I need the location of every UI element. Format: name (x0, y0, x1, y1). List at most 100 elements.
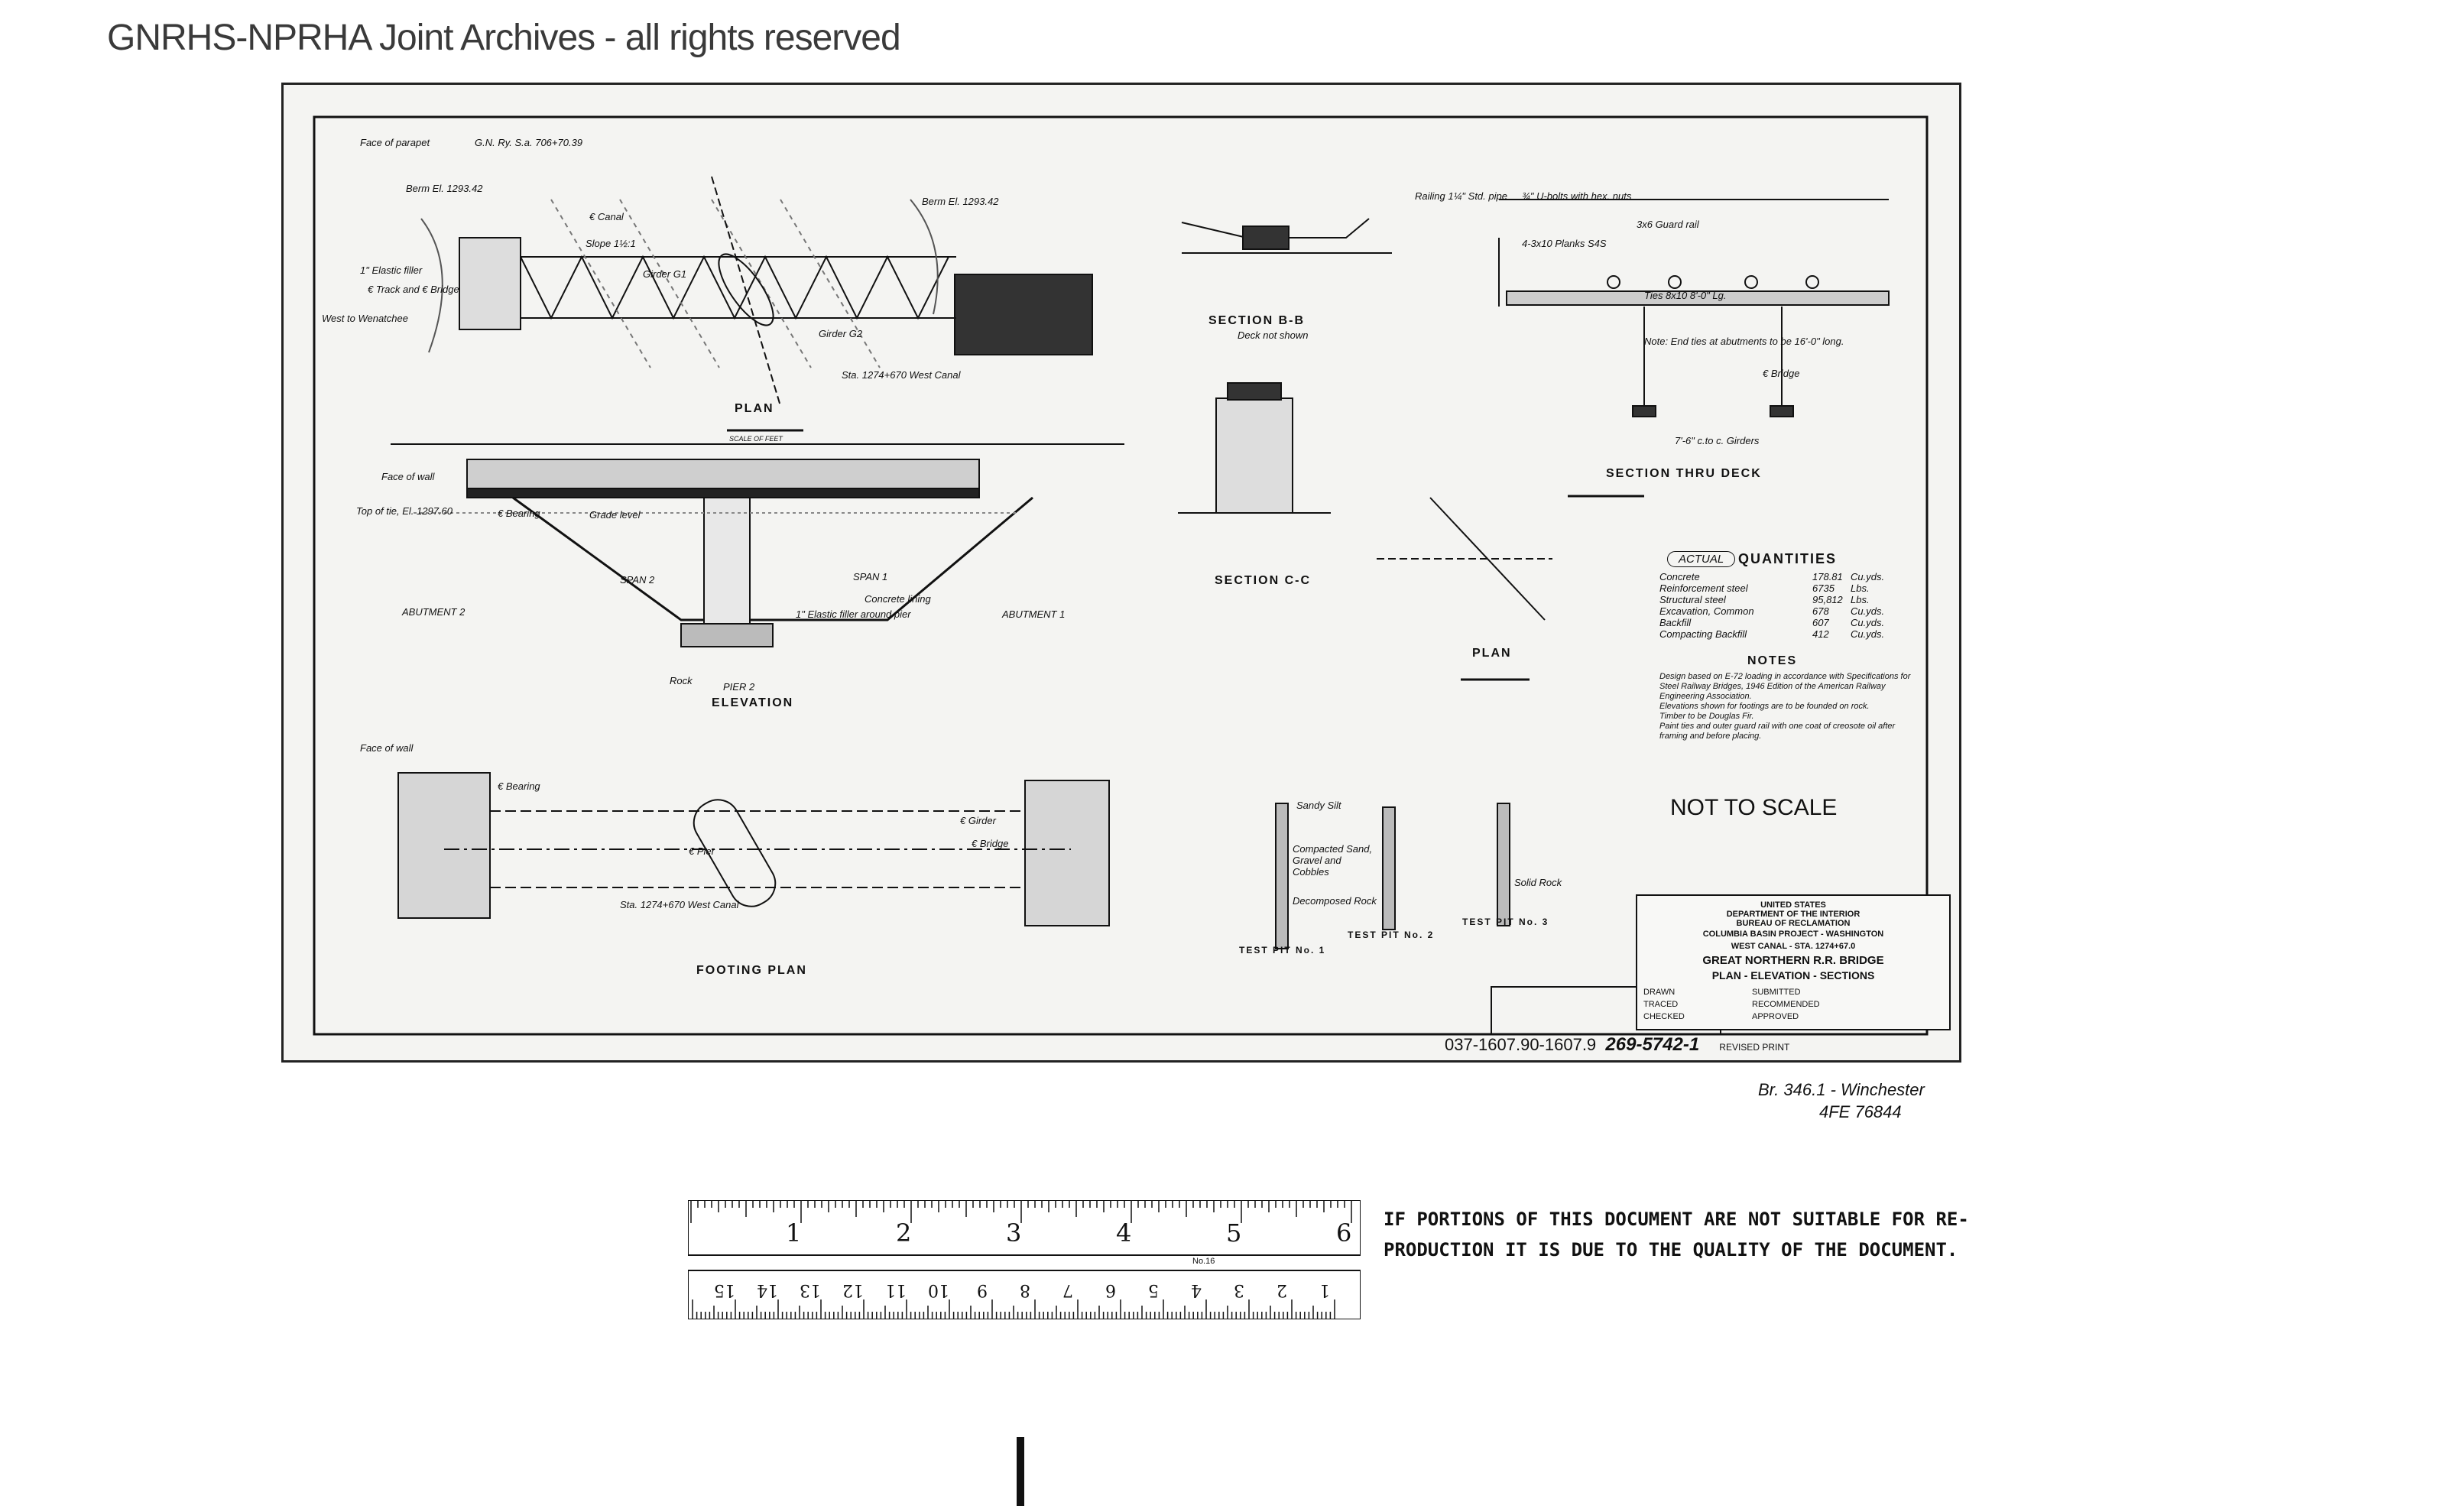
elevation-label: Top of tie, El. 1297.60 (356, 505, 453, 517)
ruler-cm-labels: 1 2 3 4 5 6 7 8 9 10 11 12 13 14 15 (688, 1277, 1361, 1299)
notes-list: Design based on E-72 loading in accordan… (1659, 672, 1912, 741)
elevation-label: 1" Elastic filler around pier (796, 608, 911, 620)
plan-label: Slope 1½:1 (586, 238, 636, 249)
ruler-cm-label: 12 (842, 1280, 864, 1299)
elevation-label: ABUTMENT 2 (402, 606, 466, 618)
title-block-agency: DEPARTMENT OF THE INTERIOR (1726, 910, 1860, 919)
note-line: Paint ties and outer guard rail with one… (1659, 722, 1896, 741)
ruler-cm-label: 10 (928, 1280, 949, 1299)
elevation-label: Concrete lining (865, 593, 931, 605)
ruler-graphic (687, 1199, 1361, 1320)
footing-label: € Bearing (498, 780, 540, 792)
ruler-cm-label: 2 (1277, 1280, 1287, 1299)
title-block-traced: TRACED (1643, 1000, 1679, 1009)
footing-label: € Girder (960, 815, 996, 826)
handwritten-file-number: 4FE 76844 (1819, 1102, 1902, 1121)
ruler-cm-label: 6 (1105, 1280, 1116, 1299)
deck-label: Note: End ties at abutments to be 16'-0"… (1644, 336, 1844, 347)
elevation-label: Grade level (589, 509, 641, 521)
plan-label: € Track and € Bridge (368, 284, 459, 295)
sheet-number: 269-5742-1 (1605, 1034, 1700, 1055)
deck-label: 3x6 Guard rail (1637, 219, 1699, 230)
footing-plan-view-title: FOOTING PLAN (696, 964, 807, 977)
notes-heading: NOTES (1747, 654, 1798, 667)
quality-notice-line: PRODUCTION IT IS DUE TO THE QUALITY OF T… (1384, 1239, 1958, 1261)
title-block-agency: UNITED STATES (1760, 900, 1826, 910)
title-block-drawn: DRAWN (1643, 988, 1676, 997)
plan-label: West to Wenatchee (322, 313, 408, 324)
title-block: UNITED STATES DEPARTMENT OF THE INTERIOR… (1636, 894, 1951, 1030)
plan-label: Berm El. 1293.42 (922, 196, 999, 207)
deck-label: 7'-6" c.to c. Girders (1675, 435, 1760, 446)
plan-label: Face of parapet (360, 137, 430, 148)
footing-label: Sta. 1274+670 West Canal (620, 899, 739, 910)
elevation-label: PIER 2 (723, 681, 755, 693)
measurement-ruler: 1 2 3 4 5 6 No.16 1 2 3 4 5 6 7 8 9 10 1… (687, 1199, 1361, 1320)
test-pit-soil-label: Compacted Sand, Gravel and Cobbles (1293, 843, 1373, 878)
ruler-cm-label: 15 (714, 1280, 735, 1299)
section-thru-deck-title: SECTION THRU DECK (1606, 467, 1762, 480)
note-line: Elevations shown for footings are to be … (1659, 702, 1870, 711)
plan-scale-label: SCALE OF FEET (729, 435, 783, 443)
plan-label: G.N. Ry. S.a. 706+70.39 (475, 137, 583, 148)
section-bb-title: SECTION B-B (1208, 314, 1305, 327)
elevation-label: € Bearing (498, 508, 540, 519)
ruler-inch-label: 1 (786, 1218, 802, 1248)
section-bb-note: Deck not shown (1238, 329, 1309, 341)
title-block-title: GREAT NORTHERN R.R. BRIDGE (1702, 954, 1884, 967)
ruler-inch-label: 6 (1336, 1218, 1352, 1248)
title-block-submitted: SUBMITTED (1752, 988, 1801, 997)
ruler-inch-label: 3 (1006, 1218, 1022, 1248)
note-line: Design based on E-72 loading in accordan… (1659, 672, 1911, 701)
deck-label: € Bridge (1763, 368, 1800, 379)
archive-watermark-title: GNRHS-NPRHA Joint Archives - all rights … (107, 18, 901, 58)
drawing-linework (313, 115, 1929, 1036)
plan-label: Sta. 1274+670 West Canal (842, 369, 961, 381)
ruler-cm-label: 8 (1020, 1280, 1030, 1299)
title-block-location: WEST CANAL - STA. 1274+67.0 (1731, 942, 1856, 951)
ruler-cm-label: 1 (1319, 1280, 1330, 1299)
scan-crop-mark (1017, 1437, 1024, 1506)
title-block-subtitle: PLAN - ELEVATION - SECTIONS (1711, 969, 1875, 982)
plan-label: 1" Elastic filler (360, 264, 423, 276)
ruler-cm-label: 13 (800, 1280, 821, 1299)
ruler-maker-mark: No.16 (1192, 1257, 1215, 1266)
elevation-label: Rock (670, 675, 693, 686)
title-block-agency: BUREAU OF RECLAMATION (1736, 919, 1851, 928)
test-pit-plan-title: PLAN (1472, 647, 1512, 660)
plan-view-title: PLAN (735, 402, 774, 415)
deck-label: 4-3x10 Planks S4S (1522, 238, 1607, 249)
elevation-label: ABUTMENT 1 (1002, 608, 1066, 620)
deck-label: Ties 8x10 8'-0" Lg. (1644, 290, 1727, 301)
engineering-drawing-sheet: PLAN SCALE OF FEET ELEVATION FOOTING PLA… (281, 83, 1961, 1063)
test-pit-3-label: TEST PIT No. 3 (1462, 917, 1549, 927)
footing-label: Face of wall (360, 742, 414, 754)
deck-label: ¾" U-bolts with hex. nuts (1522, 190, 1632, 202)
elevation-label: SPAN 1 (853, 571, 888, 582)
note-line: Timber to be Douglas Fir. (1659, 712, 1754, 721)
deck-label: Railing 1¼" Std. pipe (1415, 190, 1507, 202)
ruler-cm-label: 14 (757, 1280, 778, 1299)
plan-label: Girder G1 (643, 268, 687, 280)
drawing-number: 037-1607.90-1607.9 269-5742-1 REVISED PR… (1445, 1034, 1789, 1056)
ruler-inch-label: 4 (1116, 1218, 1132, 1248)
plan-label: Berm El. 1293.42 (406, 183, 483, 194)
ruler-cm-label: 7 (1062, 1280, 1073, 1299)
handwritten-bridge-note: Br. 346.1 - Winchester (1758, 1080, 1925, 1099)
ruler-cm-label: 11 (885, 1280, 907, 1299)
elevation-label: Face of wall (381, 471, 435, 482)
elevation-label: SPAN 2 (620, 574, 655, 586)
test-pit-2-label: TEST PIT No. 2 (1348, 930, 1435, 940)
quality-notice-line: IF PORTIONS OF THIS DOCUMENT ARE NOT SUI… (1384, 1209, 1969, 1230)
test-pit-soil-label: Decomposed Rock (1293, 895, 1377, 907)
section-cc-title: SECTION C-C (1215, 574, 1311, 587)
elevation-view-title: ELEVATION (712, 696, 794, 709)
not-to-scale-stamp: NOT TO SCALE (1670, 795, 1838, 820)
title-block-recommended: RECOMMENDED (1752, 1000, 1820, 1009)
actual-quantities-stamp: ACTUAL (1667, 551, 1736, 567)
